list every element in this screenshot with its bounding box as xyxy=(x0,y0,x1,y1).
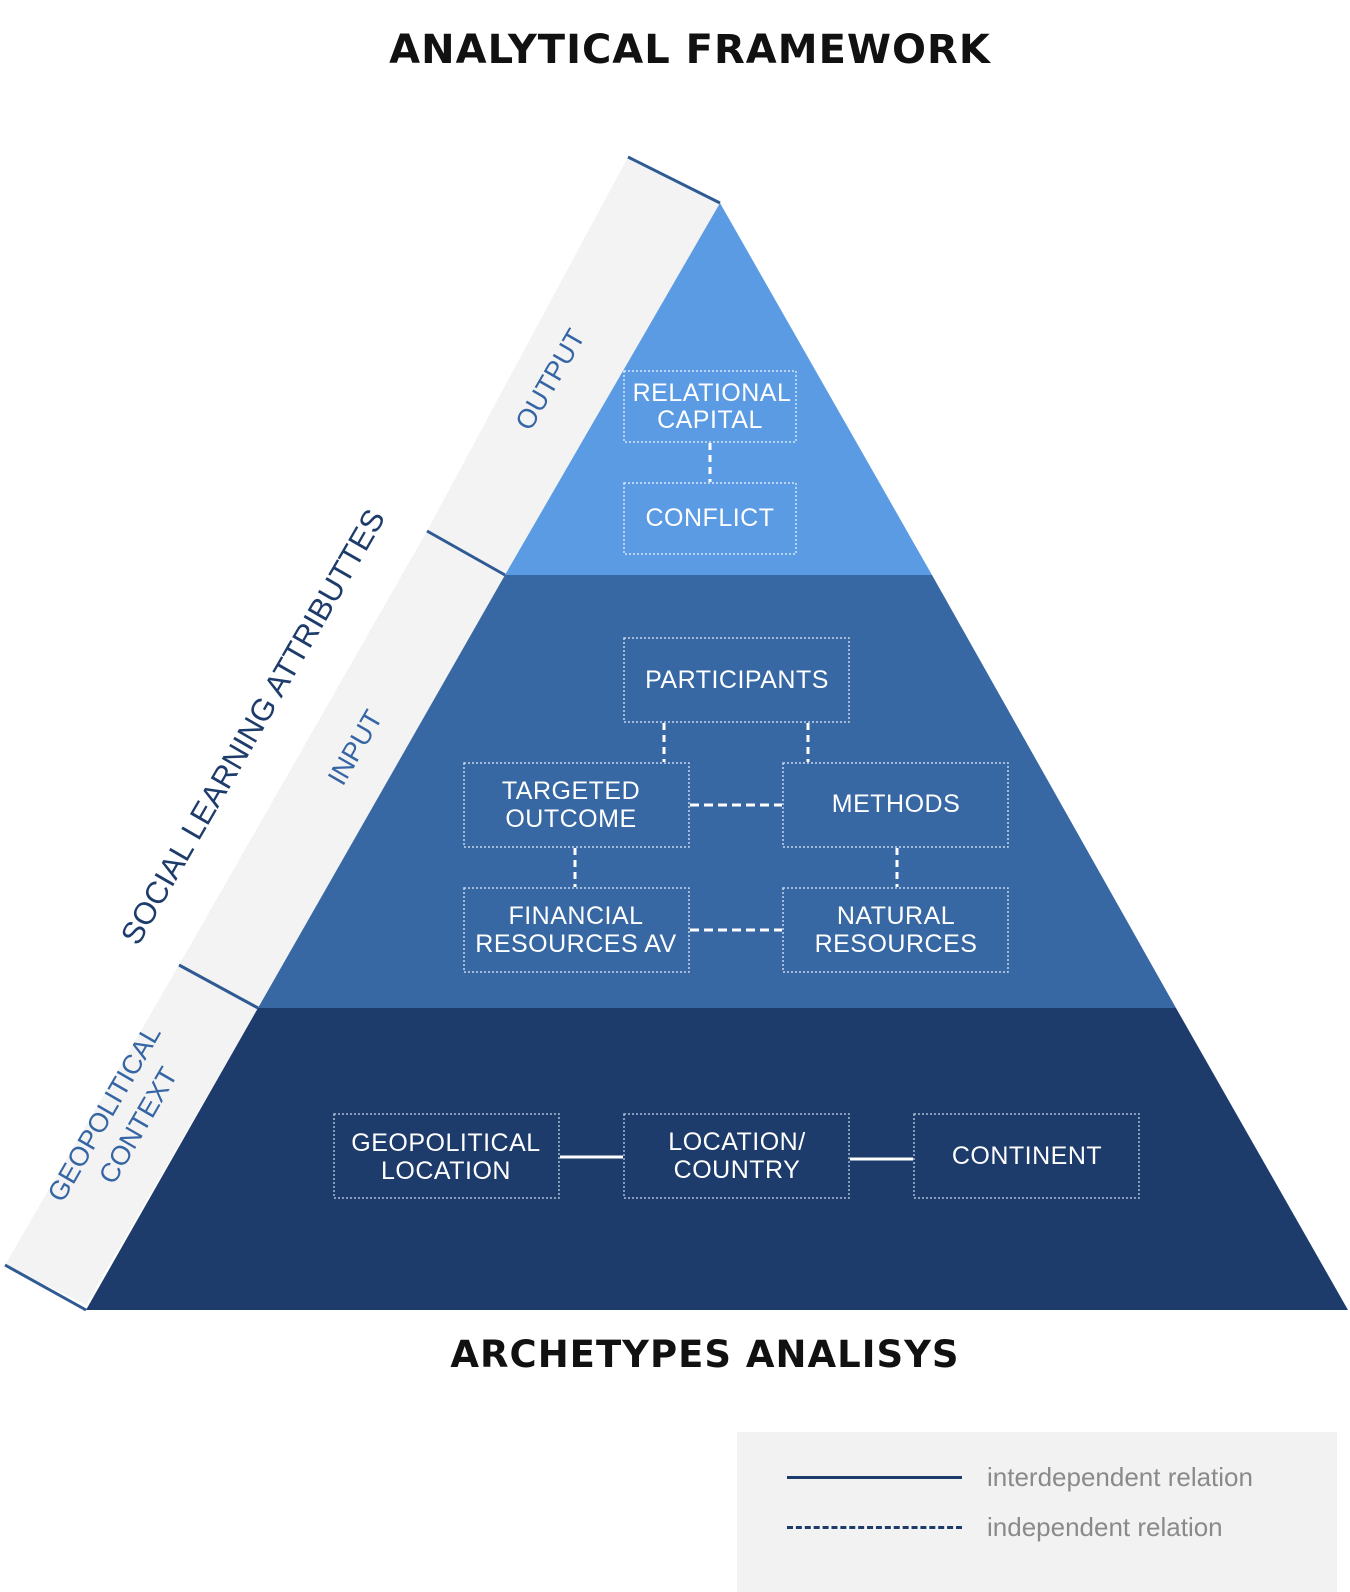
band-tick-top xyxy=(627,155,721,205)
natural-resources-line1: NATURAL xyxy=(837,902,955,930)
targeted-outcome-box xyxy=(463,762,690,848)
relational-capital-line1: RELATIONAL xyxy=(633,379,792,407)
participants-box xyxy=(623,637,850,723)
band-tick-bottom xyxy=(4,1263,87,1312)
context-tier xyxy=(86,1008,1348,1310)
continent-box xyxy=(913,1113,1140,1199)
location-country-line1: LOCATION/ xyxy=(668,1128,805,1156)
geopolitical-location-line1: GEOPOLITICAL xyxy=(351,1129,540,1157)
natural-resources-line2: RESOURCES xyxy=(815,930,978,958)
relational-capital-box xyxy=(623,370,797,443)
financial-resources-box xyxy=(463,887,690,973)
conflict-label: CONFLICT xyxy=(646,504,775,532)
natural-resources-box xyxy=(782,887,1009,973)
side-band-output xyxy=(427,157,720,575)
page-title: ANALYTICAL FRAMEWORK xyxy=(389,26,991,73)
band-tick-output-input xyxy=(426,529,506,577)
financial-resources-line2: RESOURCES AV xyxy=(475,930,676,958)
methods-box xyxy=(782,762,1009,848)
geopolitical-location-box xyxy=(333,1113,560,1199)
legend-label-interdependent: interdependent relation xyxy=(987,1462,1253,1492)
targeted-outcome-line1: TARGETED xyxy=(502,777,640,805)
targeted-outcome-line2: OUTCOME xyxy=(505,805,636,833)
methods-label: METHODS xyxy=(832,790,961,818)
solid-line-swatch xyxy=(787,1476,962,1479)
location-country-box xyxy=(623,1113,850,1199)
financial-resources-line1: FINANCIAL xyxy=(508,902,643,930)
band-tick-input-context xyxy=(178,963,259,1010)
output-tier xyxy=(505,203,932,575)
legend-label-independent: independent relation xyxy=(987,1512,1223,1542)
location-country-line2: COUNTRY xyxy=(674,1156,801,1184)
geopolitical-location-line2: LOCATION xyxy=(381,1157,511,1185)
side-band-input xyxy=(179,531,505,1008)
conflict-box xyxy=(623,482,797,555)
continent-label: CONTINENT xyxy=(952,1142,1102,1170)
bottom-title: ARCHETYPES ANALISYS xyxy=(450,1332,960,1376)
input-tier xyxy=(258,575,1176,1008)
relational-capital-line2: CAPITAL xyxy=(657,406,763,434)
legend: interdependent relation independent rela… xyxy=(737,1432,1337,1592)
dashed-line-swatch xyxy=(787,1526,962,1529)
side-band-context xyxy=(5,965,258,1305)
participants-label: PARTICIPANTS xyxy=(645,666,829,694)
